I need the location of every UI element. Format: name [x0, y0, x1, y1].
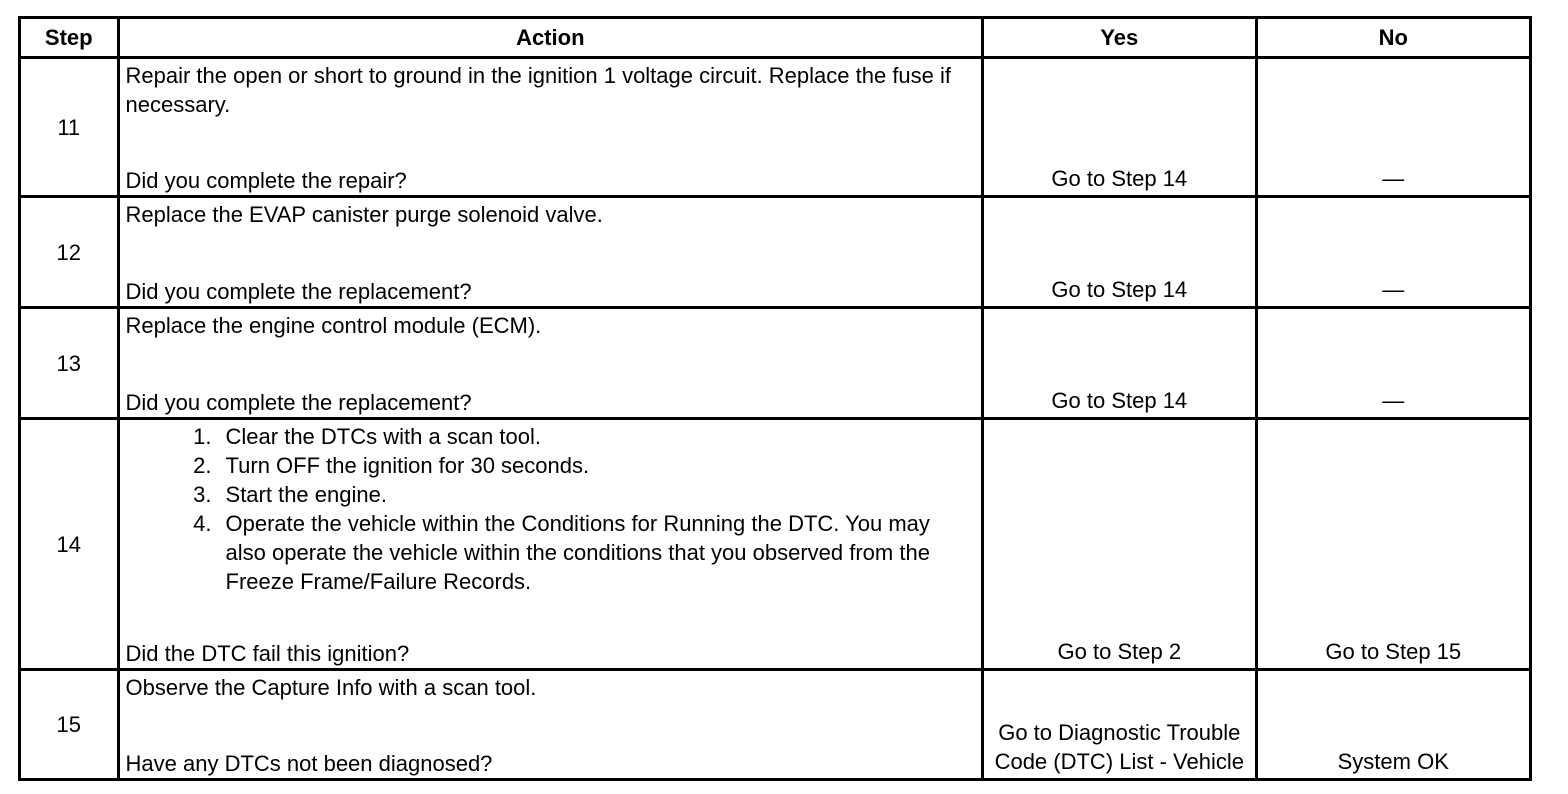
action-instruction: Replace the engine control module (ECM). — [125, 313, 542, 338]
yes-outcome: Go to Step 14 — [1051, 277, 1188, 302]
action-question: Have any DTCs not been diagnosed? — [125, 751, 493, 776]
action-cell: Replace the EVAP canister purge solenoid… — [116, 195, 985, 309]
no-cell: — — [1254, 306, 1533, 420]
header-action: Action — [116, 16, 985, 59]
no-outcome: System OK — [1337, 749, 1449, 774]
header-step: Step — [18, 16, 120, 59]
no-outcome: — — [1382, 388, 1405, 413]
list-item-text: Start the engine. — [225, 482, 387, 507]
no-cell: — — [1254, 195, 1533, 309]
step-number: 14 — [18, 417, 120, 671]
action-question: Did you complete the repair? — [125, 168, 407, 193]
list-item-number: 3. — [193, 482, 212, 507]
list-item-number: 1. — [193, 424, 212, 449]
yes-cell: Go to Step 14 — [981, 56, 1258, 198]
no-outcome: Go to Step 15 — [1325, 639, 1462, 664]
list-item-text: Clear the DTCs with a scan tool. — [225, 424, 541, 449]
procedure-list: 1. Clear the DTCs with a scan tool. 2. Tur… — [126, 422, 976, 596]
action-instruction: Repair the open or short to ground in th… — [125, 63, 952, 117]
table-header-row: Step Action Yes No — [18, 16, 1533, 59]
table-row: 11 Repair the open or short to ground in… — [18, 56, 1533, 198]
header-yes: Yes — [981, 16, 1258, 59]
yes-outcome: Go to Step 14 — [1051, 166, 1188, 191]
yes-outcome: Go to Step 2 — [1057, 639, 1182, 664]
list-item: 4. Operate the vehicle within the Conditi… — [126, 509, 976, 596]
list-item: 1. Clear the DTCs with a scan tool. — [126, 422, 976, 451]
action-cell: Repair the open or short to ground in th… — [116, 56, 985, 198]
step-number: 13 — [18, 306, 120, 420]
table-row: 14 1. Clear the DTCs with a scan tool. 2.… — [18, 417, 1533, 671]
list-item-text: Operate the vehicle within the Condition… — [225, 511, 930, 594]
list-item-number: 4. — [193, 511, 212, 536]
action-cell: Replace the engine control module (ECM).… — [116, 306, 985, 420]
no-outcome: — — [1382, 277, 1405, 302]
action-instruction: Observe the Capture Info with a scan too… — [125, 675, 537, 700]
no-cell: Go to Step 15 — [1254, 417, 1533, 671]
action-question: Did you complete the replacement? — [125, 390, 472, 415]
table-row: 12 Replace the EVAP canister purge solen… — [18, 195, 1533, 309]
list-item-text: Turn OFF the ignition for 30 seconds. — [225, 453, 590, 478]
list-item: 3. Start the engine. — [126, 480, 976, 509]
header-no: No — [1254, 16, 1533, 59]
yes-cell: Go to Step 14 — [981, 306, 1258, 420]
no-cell: System OK — [1254, 668, 1533, 781]
action-question: Did the DTC fail this ignition? — [125, 641, 410, 666]
action-question: Did you complete the replacement? — [125, 279, 472, 304]
yes-cell: Go to Step 2 — [981, 417, 1258, 671]
yes-outcome: Go to Step 14 — [1051, 388, 1188, 413]
yes-outcome: Go to Diagnostic Trouble Code (DTC) List… — [994, 720, 1244, 774]
step-number: 15 — [18, 668, 120, 781]
table-row: 13 Replace the engine control module (EC… — [18, 306, 1533, 420]
yes-cell: Go to Diagnostic Trouble Code (DTC) List… — [981, 668, 1258, 781]
yes-cell: Go to Step 14 — [981, 195, 1258, 309]
list-item-number: 2. — [193, 453, 212, 478]
action-cell: 1. Clear the DTCs with a scan tool. 2. Tur… — [116, 417, 985, 671]
step-number: 11 — [18, 56, 120, 198]
no-cell: — — [1254, 56, 1533, 198]
no-outcome: — — [1382, 166, 1405, 191]
diagnostic-table: Step Action Yes No 11 Repair the open or… — [18, 16, 1533, 781]
action-cell: Observe the Capture Info with a scan too… — [116, 668, 985, 781]
step-number: 12 — [18, 195, 120, 309]
list-item: 2. Turn OFF the ignition for 30 seconds. — [126, 451, 976, 480]
action-instruction: Replace the EVAP canister purge solenoid… — [125, 202, 603, 227]
table-row: 15 Observe the Capture Info with a scan … — [18, 668, 1533, 781]
